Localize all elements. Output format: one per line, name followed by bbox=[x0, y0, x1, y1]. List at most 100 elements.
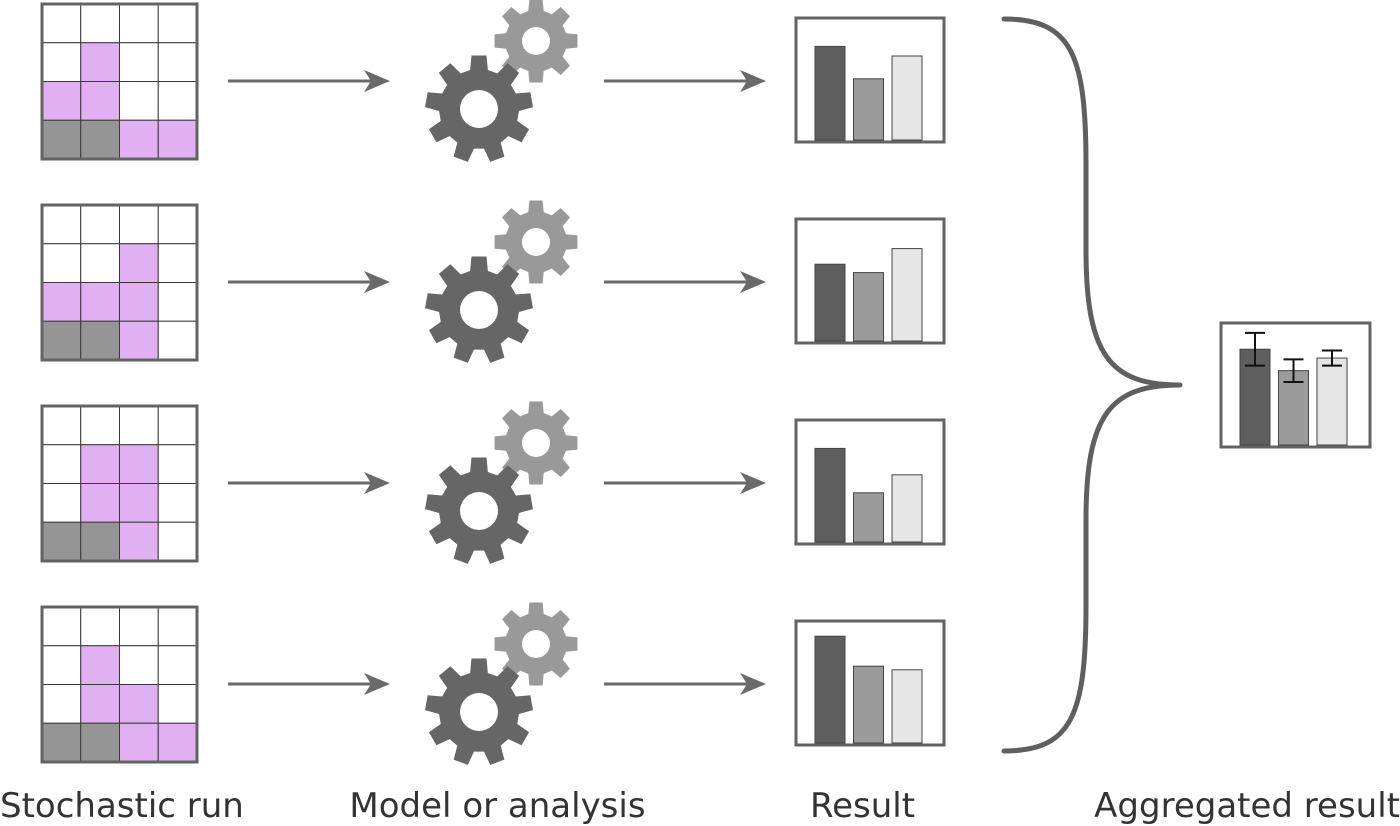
grid-cell bbox=[80, 81, 120, 121]
grid-border bbox=[40, 203, 199, 362]
grid-cell bbox=[157, 320, 198, 361]
grid-cell bbox=[157, 405, 198, 446]
arrow-head bbox=[740, 70, 766, 92]
small-gear-icon bbox=[494, 602, 578, 686]
result-bar bbox=[891, 474, 923, 543]
run-grid bbox=[40, 203, 199, 362]
grid-cell bbox=[157, 81, 198, 121]
arrow-head bbox=[364, 271, 390, 293]
model-label: Model or analysis bbox=[349, 786, 646, 826]
result-bar bbox=[891, 248, 923, 342]
result-bar bbox=[814, 447, 846, 543]
grid-cell bbox=[41, 3, 82, 44]
arrow-right-icon bbox=[228, 70, 390, 92]
run-grid bbox=[40, 605, 199, 764]
error-bar bbox=[1322, 349, 1342, 367]
grid-cell bbox=[41, 722, 82, 763]
grid-cell bbox=[119, 444, 159, 484]
arrow-right-icon bbox=[604, 673, 766, 695]
grid-cell bbox=[157, 3, 198, 44]
arrow-right-icon bbox=[604, 271, 766, 293]
grid-cell bbox=[80, 606, 120, 647]
grid-cell bbox=[41, 119, 82, 160]
grid-cell bbox=[80, 521, 120, 562]
grid-cell bbox=[119, 243, 159, 283]
small-gear-icon bbox=[494, 401, 578, 485]
grid-cell bbox=[41, 320, 82, 361]
grid-cell bbox=[119, 119, 159, 160]
aggregated-chart bbox=[1219, 321, 1372, 449]
grid-border bbox=[40, 404, 199, 563]
grid-cell bbox=[80, 282, 120, 322]
arrow-head bbox=[364, 70, 390, 92]
grid-cell bbox=[80, 444, 120, 484]
gears-icon bbox=[425, 602, 578, 765]
right-brace-icon bbox=[1001, 16, 1183, 754]
result-chart bbox=[794, 418, 946, 546]
gears-icon bbox=[425, 401, 578, 564]
grid-cell bbox=[157, 282, 198, 322]
grid-cell bbox=[41, 684, 82, 724]
grid-cell bbox=[119, 320, 159, 361]
error-bar bbox=[1245, 331, 1265, 367]
grid-cell bbox=[41, 444, 82, 484]
aggregated-result-label: Aggregated result bbox=[1094, 786, 1400, 826]
grid-cell bbox=[157, 204, 198, 245]
grid-cell bbox=[80, 42, 120, 82]
gears-icon bbox=[425, 0, 578, 162]
grid-cell bbox=[41, 606, 82, 647]
result-bar bbox=[853, 78, 884, 141]
grid-cell bbox=[80, 645, 120, 685]
grid-cell bbox=[157, 444, 198, 484]
grid-cell bbox=[80, 483, 120, 523]
grid-cell bbox=[80, 204, 120, 245]
grid-cell bbox=[80, 405, 120, 446]
arrow-right-icon bbox=[604, 472, 766, 494]
grid-cell bbox=[119, 3, 159, 44]
grid-cell bbox=[119, 722, 159, 763]
arrow-right-icon bbox=[604, 70, 766, 92]
arrow-right-icon bbox=[228, 673, 390, 695]
grid-cell bbox=[157, 42, 198, 82]
grid-cell bbox=[119, 521, 159, 562]
grid-cell bbox=[41, 645, 82, 685]
result-chart bbox=[794, 16, 946, 144]
grid-cell bbox=[157, 521, 198, 562]
grid-cell bbox=[157, 119, 198, 160]
small-gear-icon bbox=[494, 200, 578, 284]
grid-cell bbox=[41, 521, 82, 562]
arrow-head bbox=[740, 271, 766, 293]
grid-cell bbox=[41, 81, 82, 121]
result-bar bbox=[853, 272, 884, 342]
result-bar bbox=[891, 669, 923, 744]
grid-cell bbox=[157, 483, 198, 523]
grid-cell bbox=[80, 119, 120, 160]
grid-cell bbox=[157, 606, 198, 647]
arrow-right-icon bbox=[228, 472, 390, 494]
gears-icon bbox=[425, 200, 578, 363]
grid-cell bbox=[80, 684, 120, 724]
grid-cell bbox=[119, 282, 159, 322]
result-chart bbox=[794, 217, 946, 345]
result-bar bbox=[814, 45, 846, 141]
result-bar bbox=[814, 635, 846, 744]
grid-cell bbox=[119, 42, 159, 82]
grid-cell bbox=[41, 204, 82, 245]
arrow-head bbox=[740, 673, 766, 695]
grid-cell bbox=[41, 42, 82, 82]
aggregated-bar bbox=[1278, 370, 1309, 446]
result-chart bbox=[794, 619, 946, 747]
run-grid bbox=[40, 2, 199, 161]
small-gear-icon bbox=[494, 0, 578, 83]
arrow-head bbox=[364, 472, 390, 494]
grid-cell bbox=[157, 722, 198, 763]
grid-border bbox=[40, 2, 199, 161]
result-bar bbox=[891, 55, 923, 141]
large-gear-icon bbox=[425, 55, 533, 162]
grid-cell bbox=[119, 405, 159, 446]
large-gear-icon bbox=[425, 256, 533, 363]
grid-cell bbox=[41, 282, 82, 322]
grid-cell bbox=[80, 3, 120, 44]
